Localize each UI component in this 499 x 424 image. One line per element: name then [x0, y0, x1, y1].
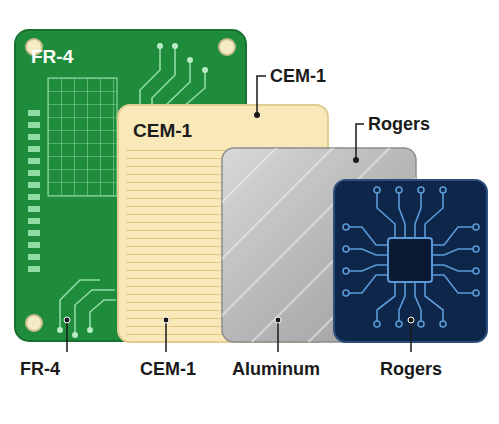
- chip-trace: [415, 282, 421, 324]
- trace-pad: [374, 187, 380, 193]
- material-label: Rogers: [368, 115, 430, 133]
- material-label: Rogers: [380, 360, 442, 378]
- chip-trace: [425, 282, 443, 324]
- chip-trace: [377, 190, 395, 238]
- chip-trace: [346, 227, 388, 245]
- material-label: CEM-1: [270, 67, 326, 85]
- leader-dots: [64, 317, 414, 323]
- trace-pad: [343, 224, 349, 230]
- trace-pad: [418, 321, 424, 327]
- trace-pad: [440, 187, 446, 193]
- material-label: FR-4: [20, 360, 60, 378]
- trace-pad: [343, 268, 349, 274]
- trace-pad: [473, 246, 479, 252]
- trace-pad: [396, 321, 402, 327]
- chip-trace: [377, 282, 395, 324]
- leader-dots: [254, 112, 359, 163]
- trace-pad: [343, 290, 349, 296]
- material-label: CEM-1: [140, 360, 196, 378]
- chip-trace: [415, 190, 421, 238]
- trace-pad: [440, 321, 446, 327]
- chip-trace: [399, 190, 405, 238]
- chip-trace: [432, 265, 476, 271]
- chip-trace: [432, 249, 476, 255]
- trace-pad: [374, 321, 380, 327]
- trace-pad: [473, 224, 479, 230]
- leader-lines: [67, 76, 411, 352]
- trace-pad: [396, 187, 402, 193]
- chip-trace: [432, 227, 476, 245]
- trace-pad: [473, 268, 479, 274]
- chip-trace: [346, 265, 388, 271]
- trace-pad: [343, 246, 349, 252]
- chip-trace: [346, 275, 388, 293]
- board-title: CEM-1: [133, 121, 192, 140]
- trace-pad: [418, 187, 424, 193]
- board-title: FR-4: [31, 47, 73, 66]
- trace-pad: [473, 290, 479, 296]
- rogers-board: [334, 180, 487, 342]
- fr4-board-region: FR-4: [15, 30, 246, 341]
- chip-trace: [346, 249, 388, 255]
- material-label: Aluminum: [232, 360, 320, 378]
- chip-trace: [425, 190, 443, 238]
- chip-trace: [432, 275, 476, 293]
- cem1-board-region: CEM-1: [118, 105, 328, 342]
- chip-trace: [399, 282, 405, 324]
